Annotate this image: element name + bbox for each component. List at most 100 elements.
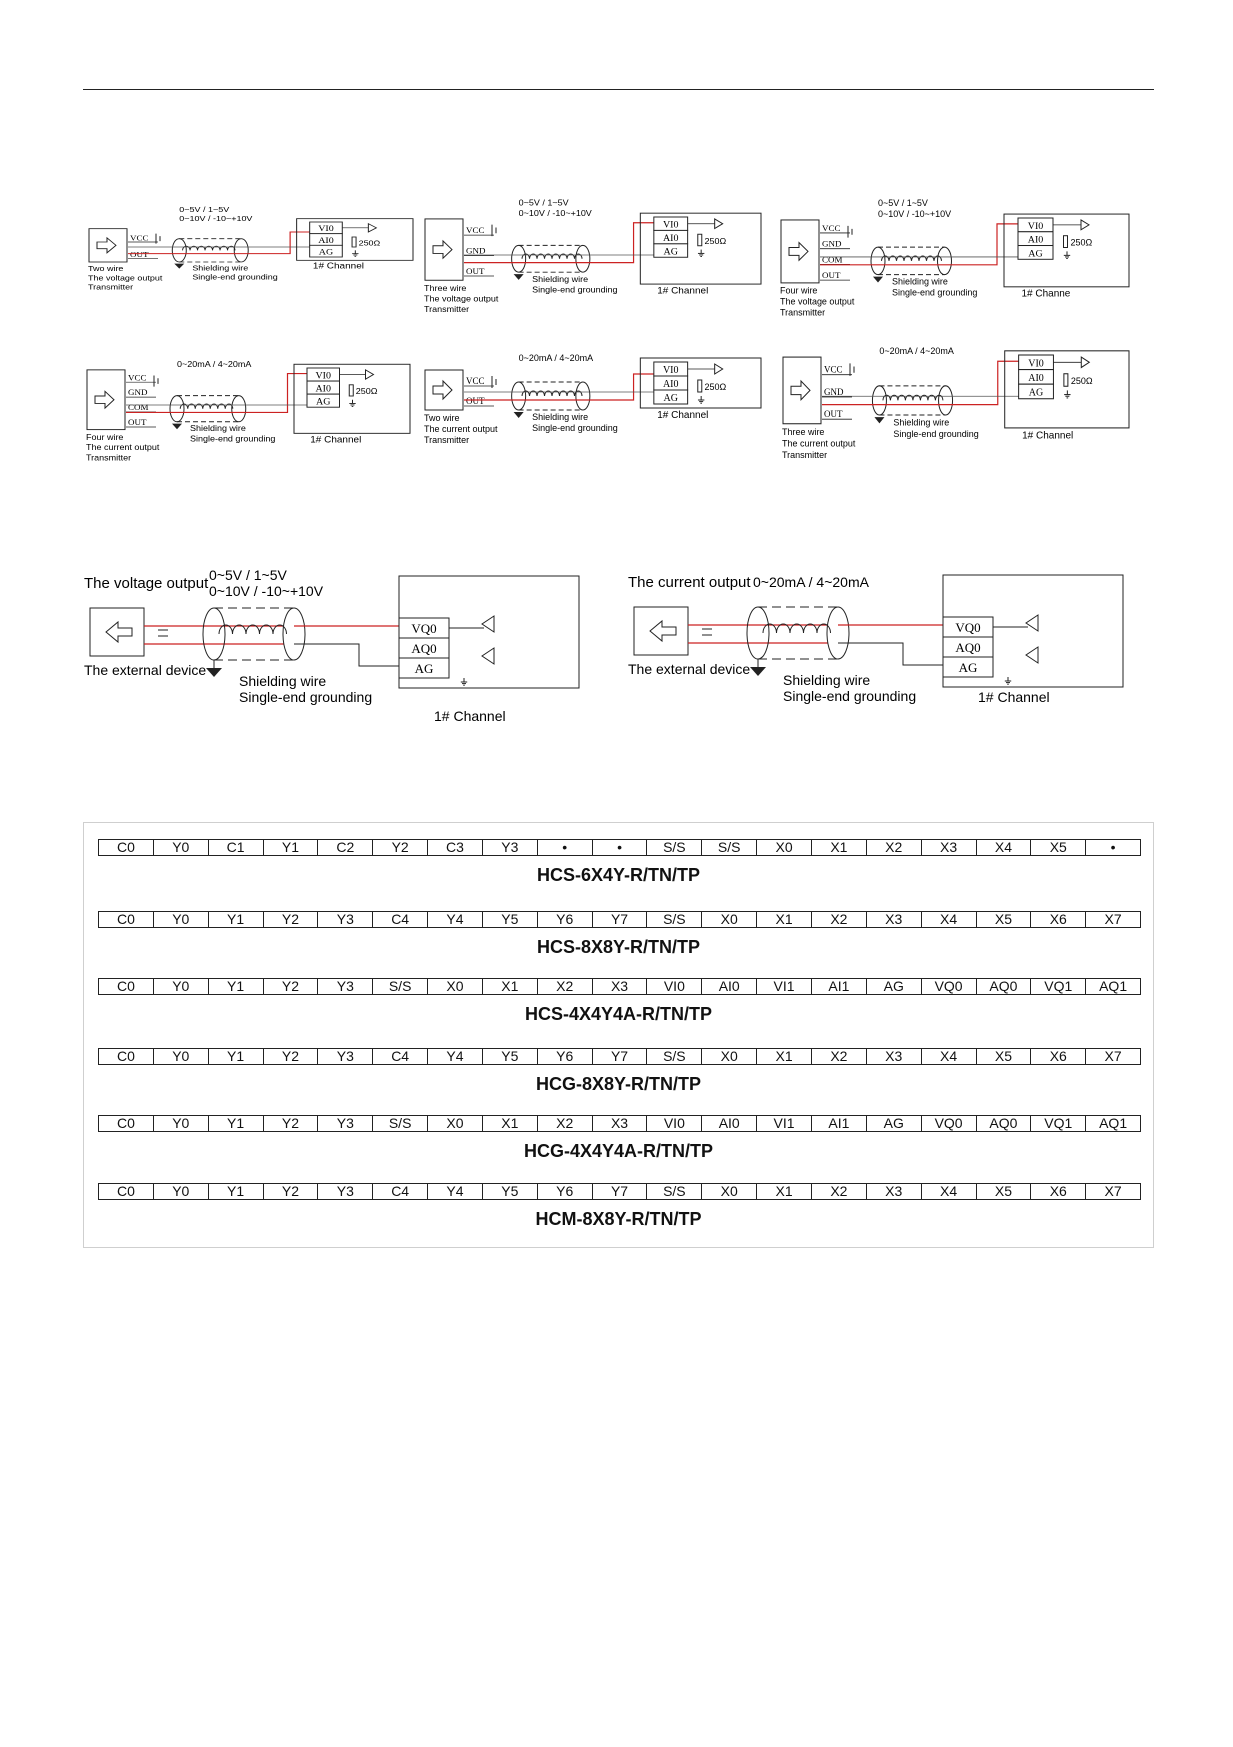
port-label-vi0: VI0 bbox=[1028, 358, 1044, 369]
terminal-cell: X6 bbox=[1031, 1049, 1087, 1064]
shield-caption: Single-end grounding bbox=[532, 284, 618, 294]
terminal-label-vcc: VCC bbox=[466, 225, 485, 235]
ground-icon bbox=[352, 250, 359, 257]
opamp-icon bbox=[1080, 219, 1090, 231]
ground-icon bbox=[172, 423, 182, 430]
terminal-cell: X1 bbox=[757, 912, 812, 927]
terminal-label-gnd: GND bbox=[824, 387, 844, 397]
ground-icon bbox=[750, 667, 766, 676]
port-label-vq0: VQ0 bbox=[955, 620, 980, 635]
channel-box bbox=[639, 212, 762, 285]
terminal-cell: Y4 bbox=[428, 1184, 483, 1199]
ground-icon bbox=[513, 412, 524, 418]
channel-label: 1# Channel bbox=[1022, 430, 1073, 441]
terminal-cell: X2 bbox=[812, 1184, 867, 1199]
terminal-cell: Y6 bbox=[538, 912, 593, 927]
terminal-cell: Y0 bbox=[154, 1184, 209, 1199]
ground-icon bbox=[206, 668, 222, 677]
channel-label: 1# Channel bbox=[310, 435, 361, 446]
terminal-cell: S/S bbox=[373, 1116, 429, 1131]
terminal-cell: VQ0 bbox=[922, 1116, 977, 1131]
terminal-cell: S/S bbox=[647, 1049, 703, 1064]
terminal-cell: X5 bbox=[977, 912, 1032, 927]
channel-box bbox=[1003, 213, 1130, 288]
terminal-cell: Y3 bbox=[318, 912, 374, 927]
shield-caption: Shielding wire bbox=[192, 264, 248, 272]
output-title: The current output bbox=[628, 574, 751, 591]
terminal-cell: X1 bbox=[812, 840, 867, 855]
terminal-cell: Y2 bbox=[264, 1049, 319, 1064]
port-label-ag: AG bbox=[316, 397, 330, 408]
channel-box bbox=[639, 357, 762, 409]
terminal-cell: X7 bbox=[1104, 912, 1122, 927]
terminal-cell: Y6 bbox=[538, 1049, 593, 1064]
transmitter-caption: Transmitter bbox=[424, 435, 469, 445]
terminal-label-gnd: GND bbox=[128, 388, 147, 398]
cable-shield-right bbox=[575, 381, 591, 411]
port-box bbox=[653, 243, 689, 258]
terminal-cell: Y7 bbox=[593, 1184, 648, 1199]
arrow-icon bbox=[94, 390, 115, 410]
port-label-ai0: AI0 bbox=[315, 384, 331, 395]
arrow-icon bbox=[432, 379, 453, 401]
return-wire bbox=[294, 643, 399, 667]
terminal-cell: S/S bbox=[647, 840, 703, 855]
terminal-cell: Y1 bbox=[264, 840, 319, 855]
range-label: 0~20mA / 4~20mA bbox=[879, 346, 954, 356]
terminal-cell: AI1 bbox=[812, 1116, 867, 1131]
terminal-label-vcc: VCC bbox=[824, 364, 842, 374]
port-label-ag: AG bbox=[415, 661, 434, 676]
transmitter-box bbox=[88, 228, 128, 263]
terminal-cell: C4 bbox=[373, 1184, 429, 1199]
terminal-cell: • bbox=[538, 840, 593, 855]
terminal-cell: Y2 bbox=[264, 979, 319, 994]
ground-icon bbox=[349, 399, 356, 407]
cable-shield-right bbox=[938, 385, 954, 416]
terminal-cell: X5 bbox=[977, 1184, 1032, 1199]
port-label-ai0: AI0 bbox=[318, 236, 334, 245]
transmitter-caption: Transmitter bbox=[424, 304, 469, 314]
transmitter-caption: The voltage output bbox=[88, 274, 163, 282]
cable-shield-right bbox=[231, 395, 247, 423]
shield-caption: Shielding wire bbox=[239, 673, 326, 689]
terminal-label-out: OUT bbox=[128, 417, 147, 427]
terminal-cell: X6 bbox=[1031, 1184, 1087, 1199]
model-label: HCG-8X8Y-R/TN/TP bbox=[535, 1074, 702, 1094]
transmitter-caption: Transmitter bbox=[780, 307, 825, 317]
terminal-cell: AI0 bbox=[702, 1116, 758, 1131]
terminal-cell: Y1 bbox=[209, 1116, 264, 1131]
port-label-ag: AG bbox=[1028, 248, 1042, 259]
terminal-label-vcc: VCC bbox=[130, 234, 149, 242]
signal-wire bbox=[464, 373, 654, 401]
terminal-cell: X4 bbox=[977, 840, 1032, 855]
terminal-cell: Y0 bbox=[154, 979, 209, 994]
terminal-cell: • bbox=[593, 840, 648, 855]
terminal-cell: X3 bbox=[593, 1116, 648, 1131]
channel-box bbox=[1004, 350, 1130, 429]
transmitter-caption: Two wire bbox=[88, 265, 124, 273]
arrow-icon bbox=[432, 239, 453, 260]
terminal-cell: VQ0 bbox=[922, 979, 977, 994]
terminal-cell: C2 bbox=[318, 840, 374, 855]
resistor bbox=[1063, 373, 1069, 387]
terminal-cell: X3 bbox=[867, 1184, 922, 1199]
terminal-cell: Y0 bbox=[154, 840, 209, 855]
terminal-label-out: OUT bbox=[822, 270, 841, 280]
terminal-cell: X0 bbox=[702, 1184, 758, 1199]
transmitter-box bbox=[86, 369, 126, 431]
terminal-label-gnd: GND bbox=[822, 239, 842, 249]
resistor bbox=[697, 379, 703, 393]
terminal-cell: AI1 bbox=[812, 979, 867, 994]
range-label: 0~10V / -10~+10V bbox=[179, 215, 253, 223]
port-box bbox=[398, 657, 450, 679]
terminal-cell: Y4 bbox=[428, 1049, 483, 1064]
terminal-cell: VQ1 bbox=[1031, 1116, 1087, 1131]
channel-label: 1# Channel bbox=[978, 689, 1050, 705]
